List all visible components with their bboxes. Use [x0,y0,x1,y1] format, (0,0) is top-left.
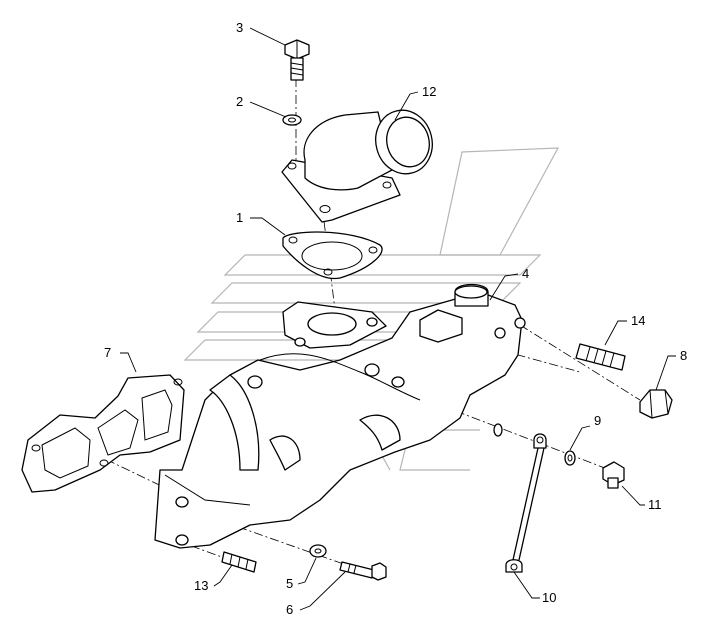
callout-11: 11 [648,497,662,512]
callout-7: 7 [104,345,111,360]
bolt-part-3 [284,39,310,81]
callout-4: 4 [522,266,529,281]
leader-lines [120,27,676,611]
callout-8: 8 [680,348,687,363]
bolt-part-11 [602,461,625,489]
callout-labels: 3 2 12 1 4 7 14 8 9 11 10 5 6 13 [104,20,687,617]
callout-5: 5 [286,576,293,591]
exhaust-manifold-part-4 [154,283,526,549]
callout-10: 10 [542,590,556,605]
pipe-part-10 [505,433,547,573]
callout-6: 6 [286,602,293,617]
elbow-outlet-part-12 [281,109,433,223]
washer-part-2 [282,114,302,126]
bolt-part-6 [339,561,387,581]
manifold-gasket-part-7 [21,374,185,493]
gasket-part-1 [282,231,383,280]
callout-1: 1 [236,210,243,225]
callout-13: 13 [194,578,208,593]
stud-part-14 [575,343,626,371]
washer-part-5 [309,544,327,558]
callout-14: 14 [631,313,645,328]
callout-3: 3 [236,20,243,35]
plug-part-8 [639,389,673,419]
washer-part-9 [564,450,576,466]
callout-12: 12 [422,84,436,99]
callout-9: 9 [594,413,601,428]
small-washer [493,423,503,437]
stud-part-13 [221,551,257,573]
callout-2: 2 [236,94,243,109]
